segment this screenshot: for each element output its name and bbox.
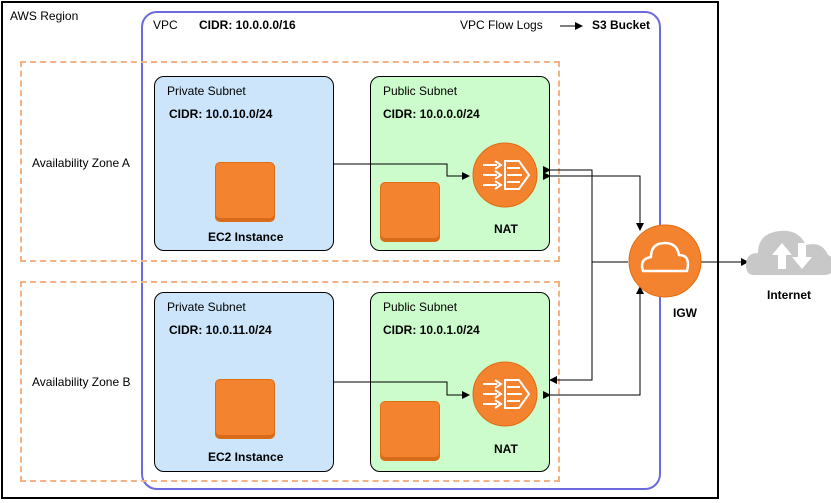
private-subnet-b-cidr: CIDR: 10.0.11.0/24 <box>169 323 272 337</box>
ec2-instance-a-label: EC2 Instance <box>208 230 284 244</box>
availability-zone-a <box>20 61 560 262</box>
internet-gateway-icon <box>628 224 702 298</box>
ec2-instance-icon <box>215 379 275 439</box>
ec2-instance-b-label: EC2 Instance <box>208 450 284 464</box>
public-subnet-a-title: Public Subnet <box>383 84 458 98</box>
vpc-label: VPC <box>153 18 178 32</box>
s3-bucket-label: S3 Bucket <box>592 18 651 32</box>
nat-a-to-igw-connector <box>543 172 644 231</box>
aws-region-container <box>1 1 719 499</box>
internet-label: Internet <box>767 288 812 302</box>
public-subnet-b-title: Public Subnet <box>383 300 458 314</box>
nat-b-to-igw-connector <box>543 286 644 399</box>
private-subnet-a-cidr: CIDR: 10.0.10.0/24 <box>169 107 273 121</box>
ec2-instance-icon <box>380 401 440 461</box>
nat-a-label: NAT <box>494 222 518 236</box>
ec2-a-to-nat-a-connector <box>334 163 470 180</box>
ec2-instance-icon <box>215 162 275 222</box>
availability-zone-b-label: Availability Zone B <box>32 375 131 389</box>
vpc-cidr: CIDR: 10.0.0.0/16 <box>199 18 296 32</box>
aws-region-label: AWS Region <box>10 9 79 23</box>
nat-cross-connector <box>543 166 593 384</box>
private-subnet-a-title: Private Subnet <box>167 84 246 98</box>
internet-cloud-icon <box>746 230 831 275</box>
nat-b-label: NAT <box>494 442 518 456</box>
ec2-b-to-nat-b-connector <box>334 381 470 399</box>
ec2-instance-icon <box>380 182 440 242</box>
nat-gateway-icon <box>472 142 538 208</box>
vpc-flow-logs-label: VPC Flow Logs <box>460 18 543 32</box>
availability-zone-a-label: Availability Zone A <box>32 156 130 170</box>
private-subnet-b-title: Private Subnet <box>167 300 246 314</box>
nat-gateway-icon <box>472 361 538 427</box>
public-subnet-b-cidr: CIDR: 10.0.1.0/24 <box>383 323 480 337</box>
public-subnet-a-cidr: CIDR: 10.0.0.0/24 <box>383 107 480 121</box>
igw-label: IGW <box>673 306 697 320</box>
